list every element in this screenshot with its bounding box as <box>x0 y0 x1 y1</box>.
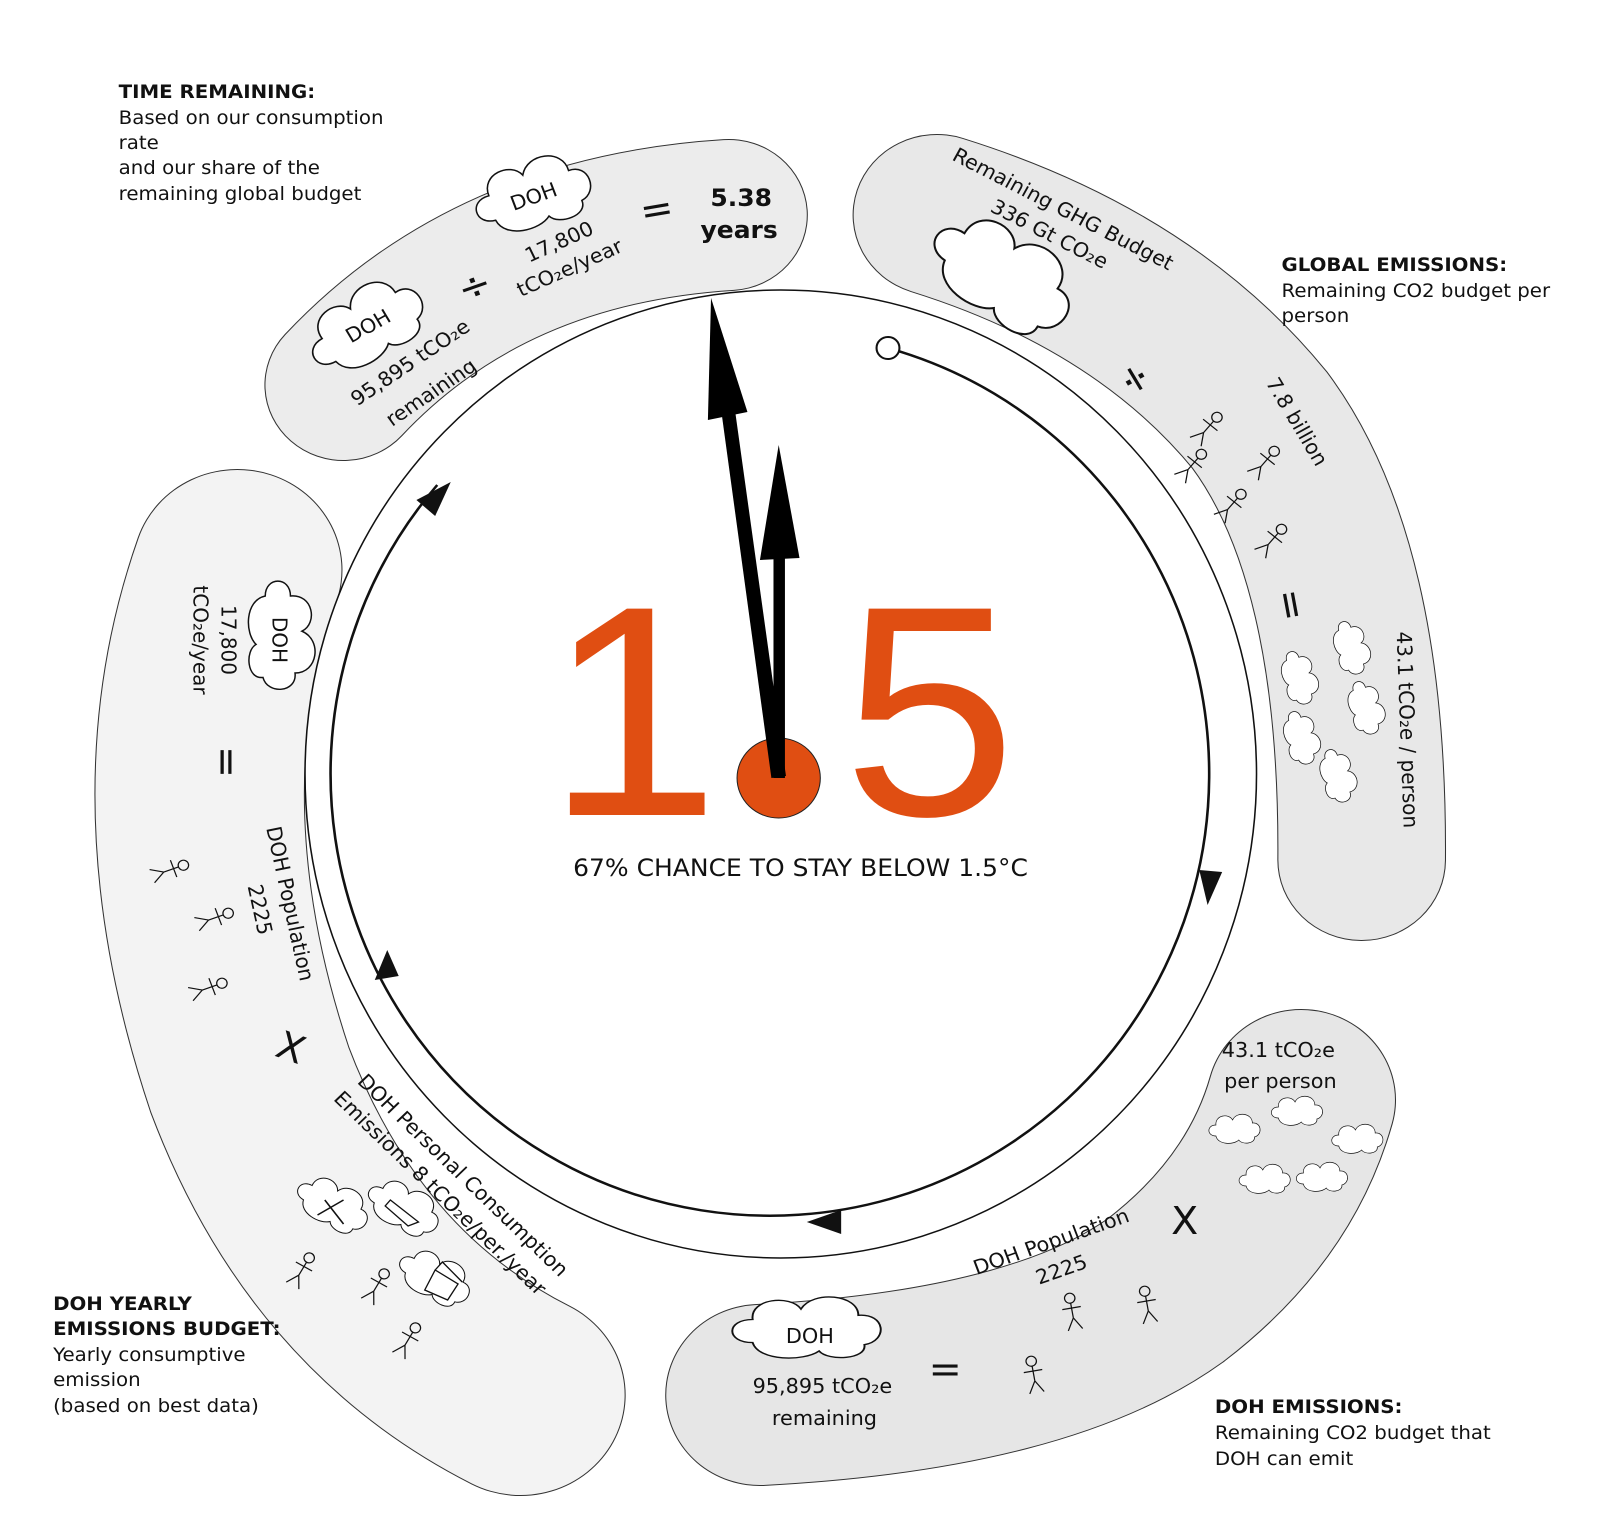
cycle-start-marker <box>875 336 901 360</box>
equals-operator: = <box>203 746 249 778</box>
label-line: and our share of the <box>119 156 320 179</box>
car-icon <box>384 1199 420 1227</box>
per-person-word: per person <box>1224 1069 1337 1093</box>
label-line: Remaining CO2 budget that <box>1215 1421 1491 1444</box>
remaining-word: remaining <box>772 1406 877 1430</box>
label-line: rate <box>119 131 159 154</box>
label-line: Remaining CO2 budget per <box>1282 279 1551 302</box>
rate-value: 17,800 <box>217 605 241 675</box>
label-line: emission <box>53 1368 141 1391</box>
label-line: Yearly consumptive <box>52 1343 246 1366</box>
label-line: person <box>1282 304 1350 327</box>
equals-operator: = <box>929 1348 962 1392</box>
label-title: DOH EMISSIONS: <box>1215 1395 1403 1418</box>
label-time-remaining: TIME REMAINING: Based on our consumption… <box>119 80 384 205</box>
plane-icon <box>317 1199 345 1225</box>
label-line: DOH can emit <box>1215 1447 1354 1470</box>
clock-hour-hand <box>759 445 800 778</box>
label-title: GLOBAL EMISSIONS: <box>1282 253 1508 276</box>
cycle-arrow-path <box>329 346 1211 1217</box>
label-line: (based on best data) <box>53 1394 259 1417</box>
label-title: EMISSIONS BUDGET: <box>53 1317 280 1340</box>
years-remaining-unit: years <box>700 215 777 243</box>
cloud-label: DOH <box>268 617 292 663</box>
blob-doh-yearly <box>94 469 626 1496</box>
big-digit-one: 1 <box>546 544 720 879</box>
house-icon <box>423 1261 463 1301</box>
clock-minute-hand <box>707 298 786 778</box>
arrow-head-icon <box>374 950 399 980</box>
rate-unit: tCO₂e/year <box>189 585 213 695</box>
label-line: remaining global budget <box>119 182 362 205</box>
big-digit-five: 5 <box>843 544 1017 879</box>
per-person-value: 43.1 tCO₂e <box>1222 1038 1335 1062</box>
years-remaining-value: 5.38 <box>710 183 772 211</box>
remaining-value: 95,895 tCO₂e <box>753 1374 893 1398</box>
label-doh-yearly: DOH YEARLY EMISSIONS BUDGET: Yearly cons… <box>52 1292 280 1417</box>
label-title: DOH YEARLY <box>53 1292 193 1315</box>
chance-caption: 67% CHANCE TO STAY BELOW 1.5°C <box>573 853 1028 881</box>
equals-operator: = <box>636 185 677 234</box>
label-line: Based on our consumption <box>119 106 384 129</box>
arrow-head-icon <box>1199 870 1223 905</box>
label-title: TIME REMAINING: <box>119 80 315 103</box>
cloud-label: DOH <box>786 1324 834 1348</box>
times-operator: X <box>1171 1200 1198 1244</box>
equals-operator: = <box>1265 585 1316 624</box>
label-global-emissions: GLOBAL EMISSIONS: Remaining CO2 budget p… <box>1282 253 1551 327</box>
arrow-head-icon <box>416 482 451 516</box>
label-doh-emissions: DOH EMISSIONS: Remaining CO2 budget that… <box>1215 1395 1491 1470</box>
arrow-head-icon <box>806 1210 842 1234</box>
